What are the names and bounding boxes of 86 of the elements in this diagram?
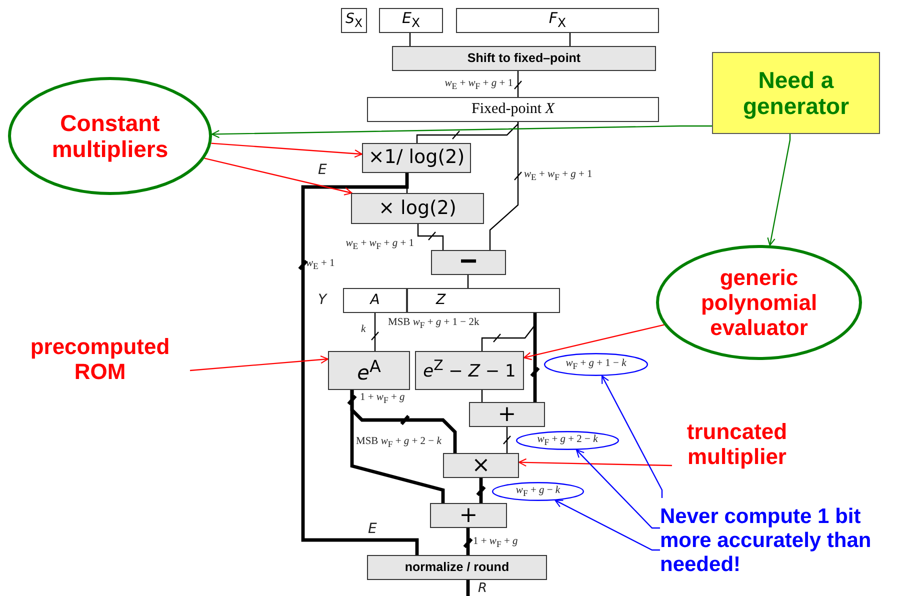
annotation-arrow [211, 125, 712, 138]
annotation-arrow [211, 142, 363, 158]
operator-box [431, 250, 506, 275]
note-box [712, 52, 880, 134]
bus-width-label: MSB w$_{F}$ + g + 2 − k [356, 437, 442, 449]
operator-box [367, 555, 547, 580]
signal-label: R [478, 582, 488, 595]
operator-box [351, 193, 484, 224]
signal-wire [481, 390, 483, 402]
register-field [367, 97, 659, 122]
bit-width-label: w$_{F}$ + g − k [516, 484, 560, 498]
signal-wire [409, 33, 411, 46]
node-label: Fixed-point X [472, 100, 554, 118]
annotation-text: truncated multiplier [672, 416, 802, 472]
bit-width-ellipse [492, 482, 584, 501]
register-field [407, 288, 560, 313]
node-label: A [370, 292, 380, 309]
bus-width-label: 1 + w$_{F}$ + g [473, 537, 518, 549]
annotation-arrow [518, 458, 672, 467]
node-label: e$^{Z}$ − Z − 1 [423, 358, 516, 383]
operator-box [430, 503, 507, 528]
node-label: ×1/ log(2) [368, 147, 465, 169]
annotation-arrow [554, 500, 660, 551]
annotation-text: precomputed ROM [10, 326, 190, 392]
signal-wire [530, 311, 540, 404]
annotation-arrow [767, 134, 791, 246]
annotation-text: Never compute 1 bit more accurately than needed! [660, 498, 916, 584]
annotation-arrow [523, 324, 664, 360]
bus-width-label: w$_{E}$ + w$_{F}$ + g + 1 [346, 239, 414, 251]
node-label: + [498, 402, 516, 428]
signal-label: Y [318, 293, 327, 307]
annotation-ellipse [8, 77, 212, 195]
node-label: − [460, 245, 478, 280]
node-label: F$_{X}$ [548, 10, 566, 31]
annotation-arrow [576, 449, 660, 529]
operator-box [328, 351, 410, 390]
operator-box [362, 143, 471, 173]
register-field [456, 8, 659, 33]
annotation-arrow [204, 158, 352, 196]
operator-box [392, 46, 656, 71]
bit-width-label: w$_{F}$ + g + 2 − k [537, 434, 598, 448]
signal-label: E [318, 163, 327, 177]
bus-width-label: k [361, 325, 366, 336]
bit-width-label: w$_{F}$ + g + 1 − k [566, 358, 626, 372]
register-field [341, 8, 367, 33]
operator-box [415, 351, 524, 390]
signal-wire [416, 121, 519, 144]
node-label: normalize / round [404, 560, 510, 575]
bit-width-ellipse [544, 353, 648, 376]
signal-wire [466, 580, 470, 596]
operator-box [443, 453, 519, 478]
signal-wire [298, 171, 419, 557]
signal-wire [462, 526, 474, 557]
annotation-text: Need a generator [742, 66, 850, 120]
signal-wire [489, 121, 522, 251]
node-label: Shift to fixed–point [467, 51, 581, 66]
signal-wire [417, 223, 444, 251]
annotation-ellipse [656, 245, 862, 360]
annotation-text: generic polynomial evaluator [700, 264, 818, 340]
node-label: × [472, 452, 490, 478]
signal-wire [476, 476, 486, 505]
signal-label: E [368, 522, 377, 536]
annotation-arrow [190, 355, 329, 372]
bus-width-label: w$_{E}$ + 1 [306, 259, 335, 271]
signal-wire [370, 312, 380, 352]
bus-width-label: w$_{E}$ + w$_{F}$ + g + 1 [524, 170, 592, 182]
register-field [379, 8, 443, 33]
bus-width-label: 1 + w$_{F}$ + g [360, 393, 405, 405]
bus-width-label: w$_{E}$ + w$_{F}$ + g + 1 [444, 79, 513, 91]
node-label: E$_{X}$ [402, 10, 420, 31]
register-field [343, 288, 407, 313]
node-label: e$^{A}$ [357, 356, 381, 384]
node-label: + [459, 502, 478, 528]
signal-wire [467, 275, 469, 288]
signal-wire [514, 70, 522, 98]
annotation-text: Constant multipliers [50, 110, 170, 162]
signal-wire [502, 426, 512, 454]
bus-width-label: MSB w$_{F}$ + g + 1 − 2k [388, 318, 480, 330]
bit-width-ellipse [516, 431, 619, 450]
node-label: S$_{X}$ [346, 10, 362, 30]
signal-wire [569, 33, 571, 46]
operator-box [469, 402, 545, 427]
node-label: Z [436, 292, 446, 309]
node-label: × log(2) [378, 198, 456, 220]
signal-wire [346, 388, 445, 505]
annotation-arrow [601, 375, 663, 498]
